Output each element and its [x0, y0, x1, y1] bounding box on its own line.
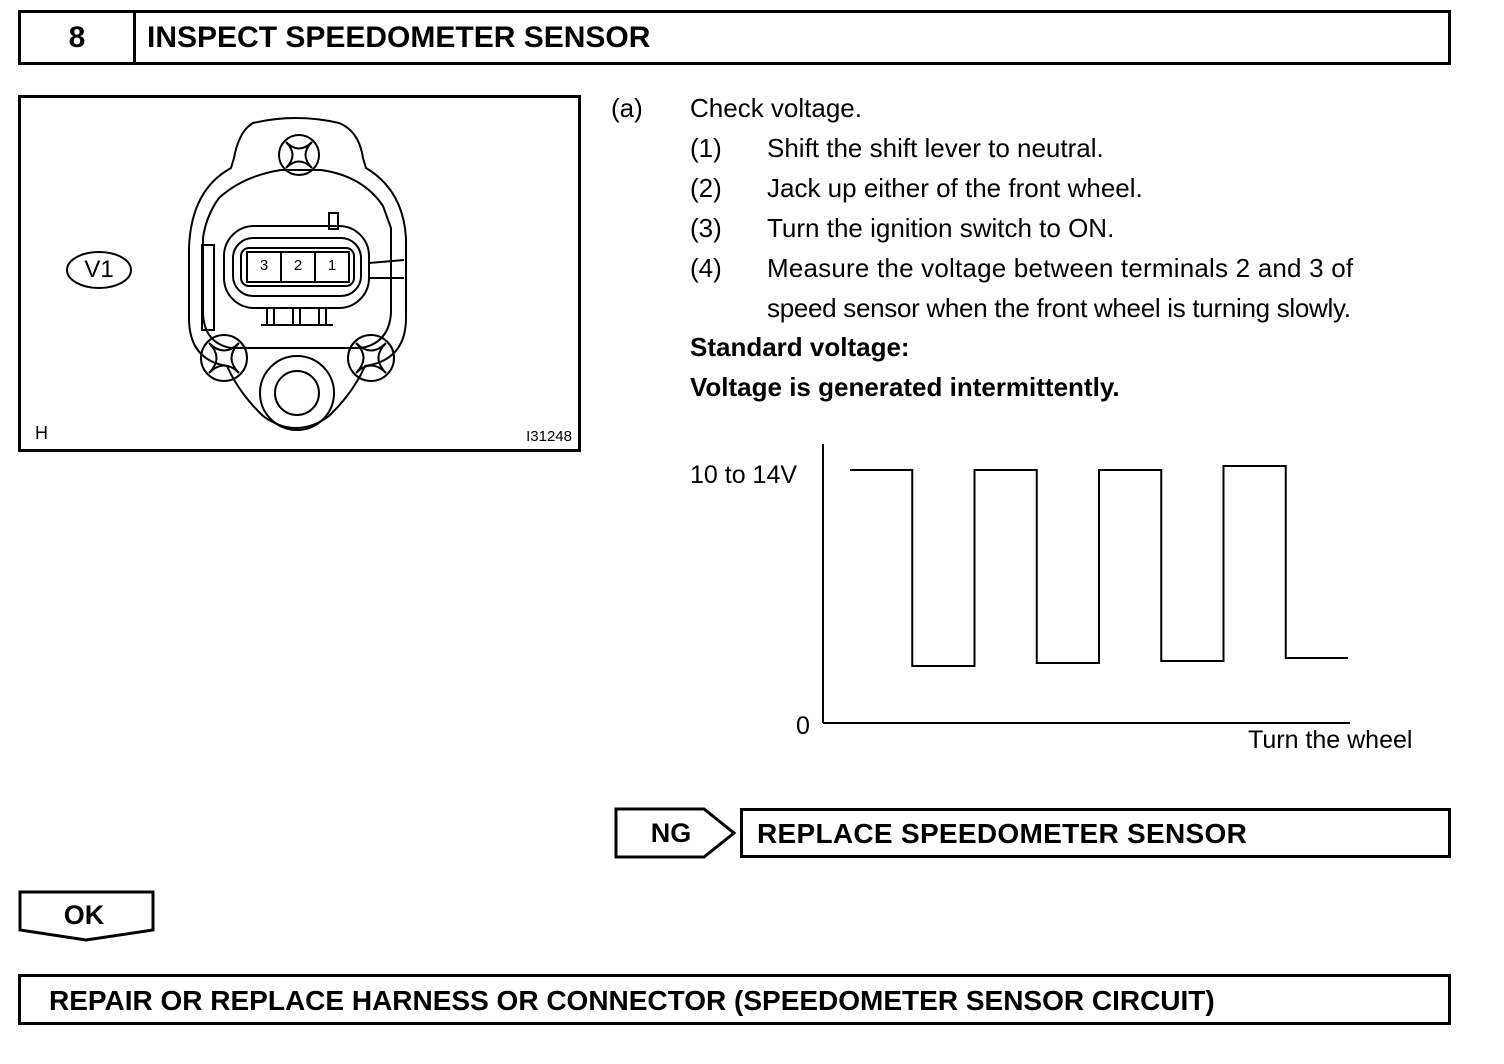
voltage-chart: 10 to 14V 0 Turn the wheel [690, 444, 1412, 754]
top-mount-star [285, 141, 313, 169]
standard-label: Standard voltage: [690, 332, 910, 362]
connector-label: V1 [84, 256, 114, 283]
substep-label: (3) [690, 213, 722, 243]
ng-arrow-box [614, 807, 737, 859]
substep-label: (4) [690, 253, 722, 283]
voltage-waveform [850, 465, 1348, 667]
substep-text: Jack up either of the front wheel. [767, 173, 1143, 203]
speed-sensor-drawing [66, 117, 407, 431]
figure-id: I31248 [526, 428, 572, 445]
ok-action-box: REPAIR OR REPLACE HARNESS OR CONNECTOR (… [18, 974, 1451, 1025]
terminal-1: 1 [327, 257, 337, 274]
substep-text-continued: speed sensor when the front wheel is tur… [767, 293, 1351, 323]
ok-label: OK [63, 900, 105, 930]
sensor-body-outline [188, 117, 407, 429]
substep-label: (1) [690, 133, 722, 163]
corner-label-left: H [35, 423, 48, 443]
substep-text: Turn the ignition switch to ON. [767, 213, 1115, 243]
ng-action-box: REPLACE SPEEDOMETER SENSOR [740, 808, 1451, 858]
standard-value: Voltage is generated intermittently. [690, 372, 1120, 402]
step-number: 8 [21, 13, 136, 62]
y-tick-high: 10 to 14V [690, 461, 797, 489]
ng-label: NG [650, 818, 692, 848]
step-title: INSPECT SPEEDOMETER SENSOR [147, 20, 651, 54]
ok-arrow-box [18, 890, 155, 942]
ok-action-text: REPAIR OR REPLACE HARNESS OR CONNECTOR (… [49, 985, 1215, 1016]
step-header: 8 INSPECT SPEEDOMETER SENSOR [18, 10, 1451, 65]
ng-action-text: REPLACE SPEEDOMETER SENSOR [757, 818, 1248, 849]
step-a-text: Check voltage. [690, 93, 862, 123]
y-tick-zero: 0 [796, 712, 810, 740]
substep-text: Shift the shift lever to neutral. [767, 133, 1104, 163]
terminal-2: 2 [293, 257, 303, 274]
step-a-label: (a) [611, 93, 643, 123]
sensor-illustration: 3 2 1 V1 H I31248 [18, 95, 581, 452]
x-axis-label: Turn the wheel [1248, 726, 1412, 754]
substep-text: Measure the voltage between terminals 2 … [767, 253, 1354, 283]
terminal-3: 3 [259, 257, 269, 274]
substep-label: (2) [690, 173, 722, 203]
